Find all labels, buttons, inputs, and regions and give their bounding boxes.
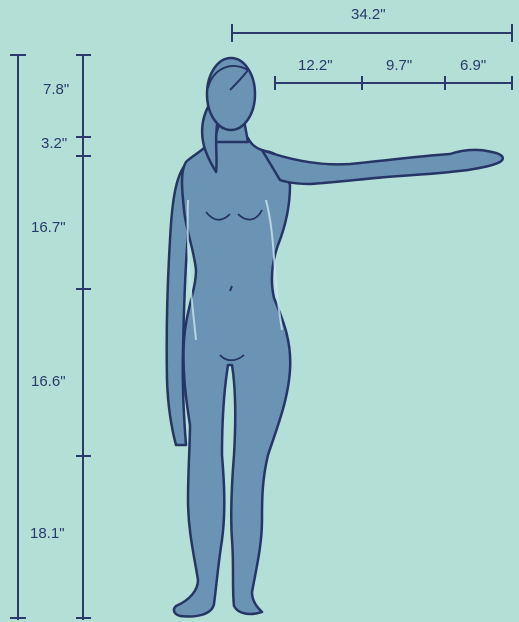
right-arm bbox=[262, 150, 503, 184]
horizontal-segment-label-0: 12.2" bbox=[298, 58, 333, 73]
vertical-segment-label-3: 16.6" bbox=[31, 374, 66, 389]
horizontal-segment-label-2: 6.9" bbox=[460, 58, 486, 73]
horizontal-total-label: 34.2" bbox=[351, 7, 386, 22]
vertical-segment-label-2: 16.7" bbox=[31, 220, 66, 235]
vertical-segment-label-4: 18.1" bbox=[30, 526, 65, 541]
vertical-segment-label-1: 3.2" bbox=[41, 136, 67, 151]
vertical-segment-label-0: 7.8" bbox=[43, 82, 69, 97]
horizontal-segment-label-1: 9.7" bbox=[386, 58, 412, 73]
body bbox=[174, 138, 290, 617]
human-figure bbox=[167, 58, 503, 617]
